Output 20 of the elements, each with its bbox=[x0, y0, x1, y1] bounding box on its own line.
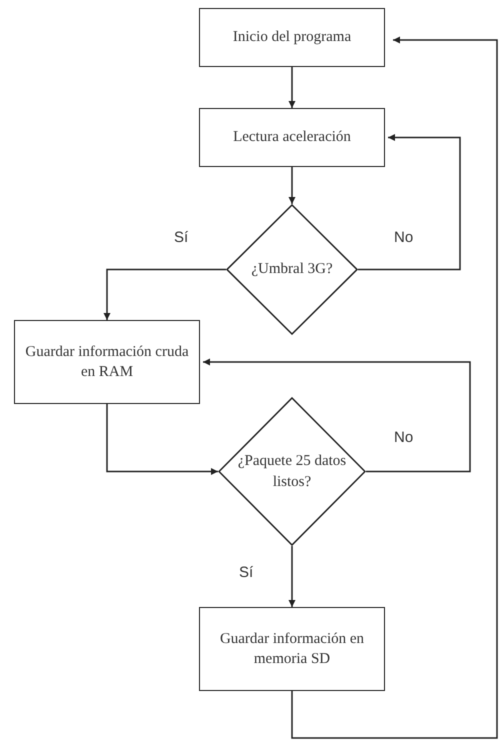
process-box bbox=[199, 108, 385, 167]
arrow bbox=[288, 167, 296, 204]
node-text: Lectura aceleración bbox=[233, 128, 351, 148]
process-box bbox=[14, 320, 200, 404]
arrow bbox=[106, 404, 218, 475]
process-box bbox=[199, 8, 385, 67]
decision-diamond bbox=[218, 397, 366, 546]
node-text: ¿Paquete 25 datos listos? bbox=[237, 452, 347, 492]
decision-diamond bbox=[226, 204, 358, 335]
arrow bbox=[291, 36, 498, 739]
arrow bbox=[358, 134, 461, 270]
node-text: Guardar información en memoria SD bbox=[218, 630, 366, 669]
process-box bbox=[199, 607, 385, 691]
node-text: Guardar información cruda en RAM bbox=[24, 342, 190, 382]
arrow bbox=[288, 67, 296, 108]
arrow bbox=[288, 546, 296, 607]
node-text: Inicio del programa bbox=[232, 28, 352, 48]
node-text: ¿Umbral 3G? bbox=[251, 260, 333, 280]
arrow bbox=[104, 268, 226, 320]
arrow bbox=[203, 358, 471, 472]
